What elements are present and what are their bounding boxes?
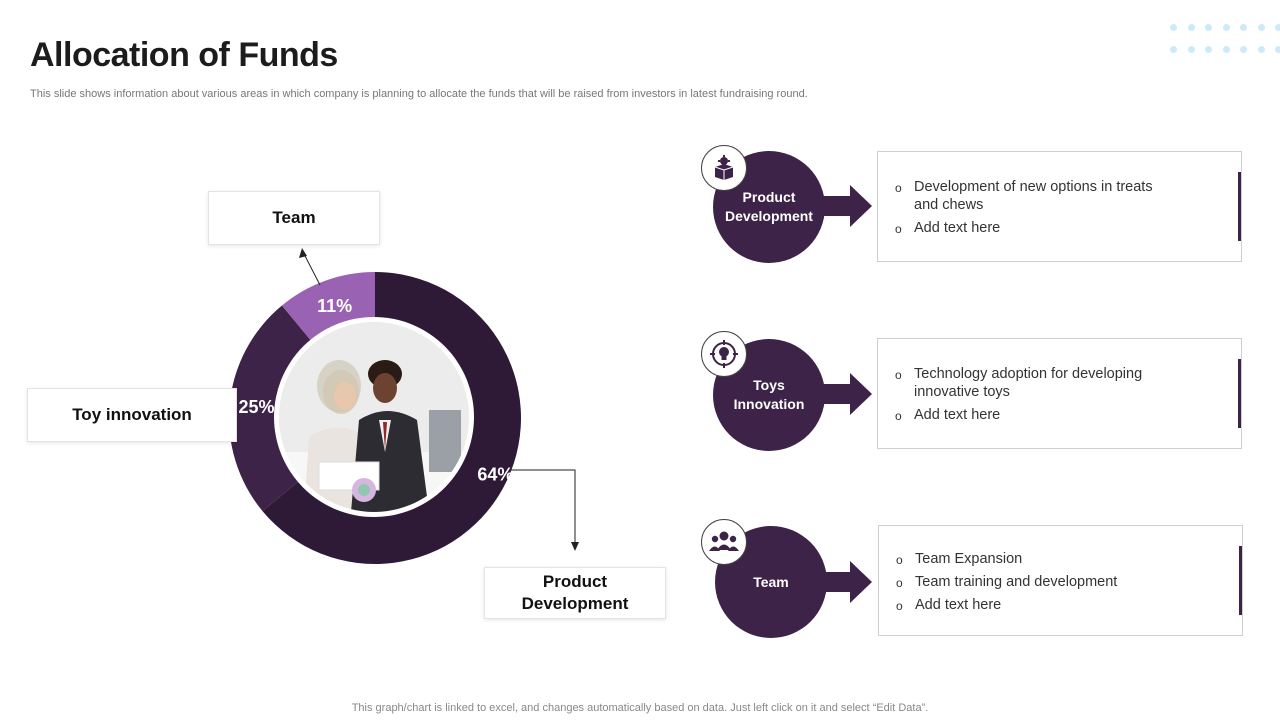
callout-toy-innovation: Toy innovation [27, 388, 237, 442]
team-group-icon [701, 519, 747, 565]
list-item: Development of new options in treats and… [895, 178, 1171, 214]
bullet-list: Development of new options in treats and… [895, 178, 1171, 242]
decorative-dot-grid [1170, 24, 1280, 64]
slide-title: Allocation of Funds [30, 36, 338, 74]
chart-footnote: This graph/chart is linked to excel, and… [351, 702, 929, 714]
slide-subtitle: This slide shows information about vario… [30, 88, 808, 100]
donut-slice-toy-innovation [229, 305, 317, 512]
row-circle-label: Toys Innovation [733, 377, 805, 412]
list-item: Add text here [896, 596, 1172, 615]
list-item: Technology adoption for developing innov… [895, 365, 1171, 401]
row-circle-label: Team [753, 573, 789, 590]
list-item: Team training and development [896, 573, 1172, 592]
bullet-list: Technology adoption for developing innov… [895, 365, 1171, 429]
business-meeting-photo [279, 322, 469, 512]
row-text-box-1: Development of new options in treats and… [877, 151, 1242, 262]
decorative-dot [1275, 46, 1280, 53]
list-item: Team Expansion [896, 550, 1172, 569]
bullet-list: Team Expansion Team training and develop… [896, 550, 1172, 619]
list-item: Add text here [895, 406, 1171, 425]
slice-value-label: 11% [317, 296, 352, 316]
row-box-accent [1238, 172, 1241, 241]
row-arrow-1 [822, 185, 872, 227]
slice-value-label: 64% [477, 465, 513, 485]
decorative-dot [1222, 46, 1230, 53]
decorative-dot [1257, 24, 1265, 31]
decorative-dot [1240, 24, 1247, 31]
row-text-box-2: Technology adoption for developing innov… [877, 338, 1242, 449]
list-item: Add text here [895, 219, 1171, 238]
decorative-dot [1275, 24, 1280, 31]
decorative-dot [1257, 46, 1265, 53]
lightbulb-target-icon [701, 331, 747, 377]
row-box-accent [1239, 546, 1242, 615]
gear-box-icon [701, 145, 747, 191]
callout-product-development-label: Product Development [521, 571, 629, 613]
row-circle-label: Product Development [725, 189, 813, 224]
team-leader-arrowhead [299, 248, 307, 258]
row-arrow-3 [822, 561, 872, 603]
callout-product-development: Product Development [484, 567, 666, 619]
product-leader-line [510, 469, 576, 545]
decorative-dot [1187, 24, 1195, 31]
team-leader-line [302, 251, 321, 286]
decorative-dot [1187, 46, 1195, 53]
donut-slice-product-development [262, 272, 522, 564]
row-arrow-2 [822, 373, 872, 415]
decorative-dot [1205, 46, 1212, 53]
row-box-accent [1238, 359, 1241, 428]
slice-value-label: 25% [239, 397, 275, 417]
decorative-dot [1222, 24, 1230, 31]
row-text-box-3: Team Expansion Team training and develop… [878, 525, 1243, 636]
product-leader-arrowhead [571, 542, 579, 551]
callout-team: Team [208, 191, 380, 245]
decorative-dot [1170, 46, 1177, 53]
decorative-dot [1205, 24, 1212, 31]
decorative-dot [1170, 24, 1177, 31]
meeting-illustration [279, 322, 469, 512]
decorative-dot [1240, 46, 1247, 53]
